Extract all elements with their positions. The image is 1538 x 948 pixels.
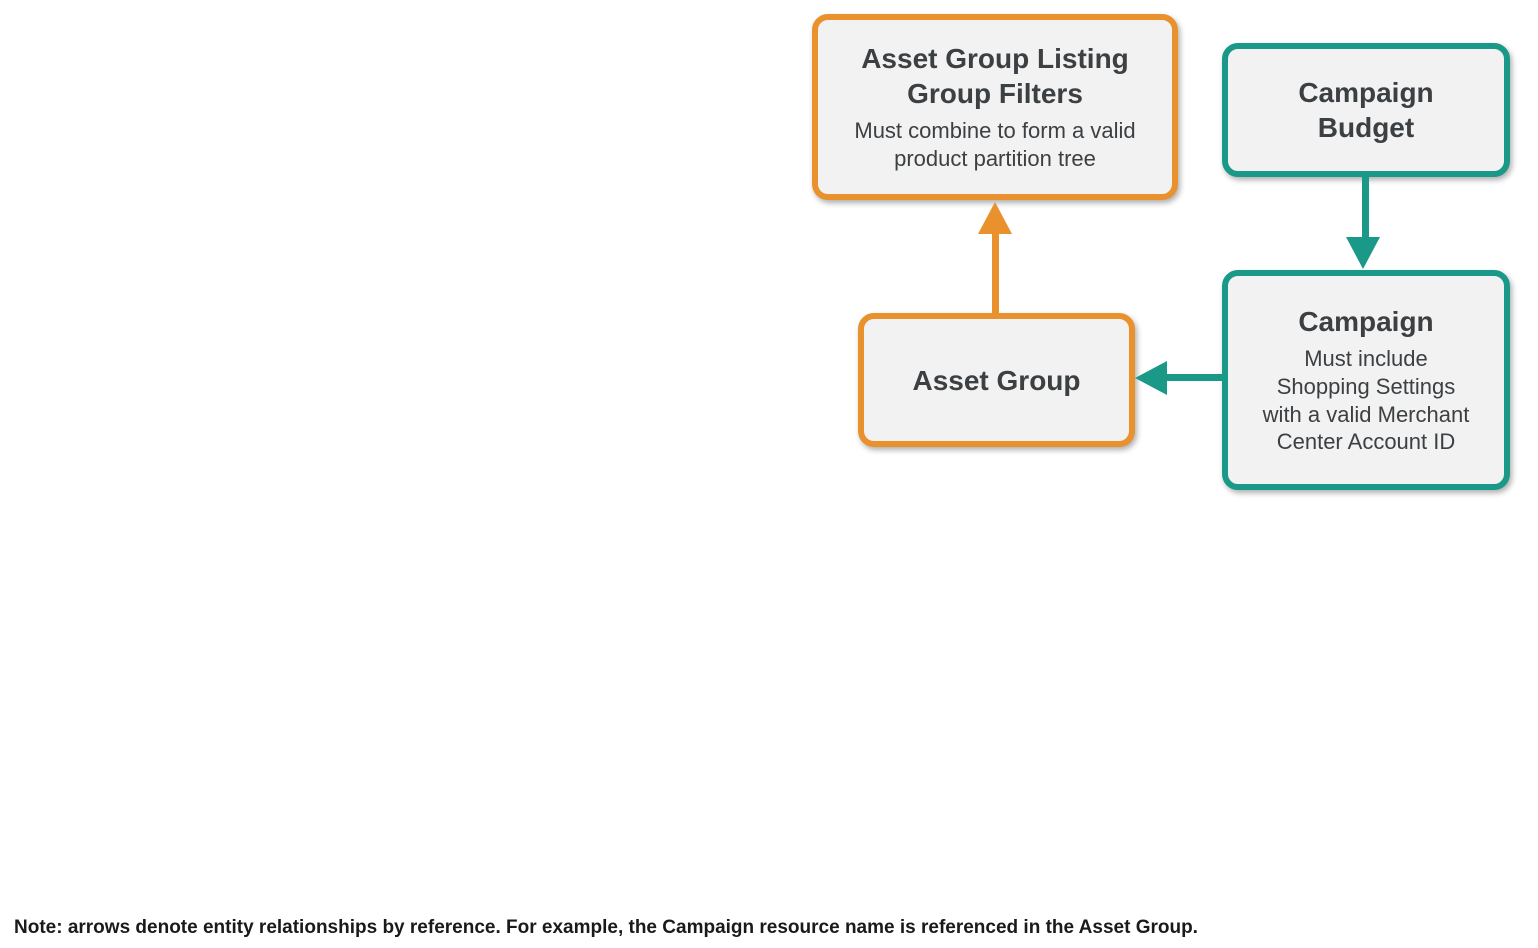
arrow-head-up-icon [978, 202, 1012, 234]
arrow-stem [1164, 374, 1222, 381]
arrow-stem [992, 231, 999, 313]
node-title: Asset Group Listing Group Filters [861, 43, 1129, 110]
node-campaign: Campaign Must include Shopping Settings … [1222, 270, 1510, 490]
node-title: Campaign Budget [1298, 77, 1434, 143]
arrow-head-left-icon [1135, 361, 1167, 395]
node-asset-group-listing-group-filters: Asset Group Listing Group Filters Must c… [812, 14, 1178, 200]
node-title: Asset Group [912, 364, 1081, 396]
node-subtitle: Must include Shopping Settings with a va… [1262, 345, 1470, 455]
arrow-head-down-icon [1346, 237, 1380, 269]
node-title: Campaign [1298, 305, 1434, 337]
footnote: Note: arrows denote entity relationships… [14, 917, 1198, 938]
node-campaign-budget: Campaign Budget [1222, 43, 1510, 177]
node-subtitle: Must combine to form a valid product par… [854, 118, 1136, 171]
arrow-stem [1362, 177, 1369, 239]
node-asset-group: Asset Group [858, 313, 1135, 447]
